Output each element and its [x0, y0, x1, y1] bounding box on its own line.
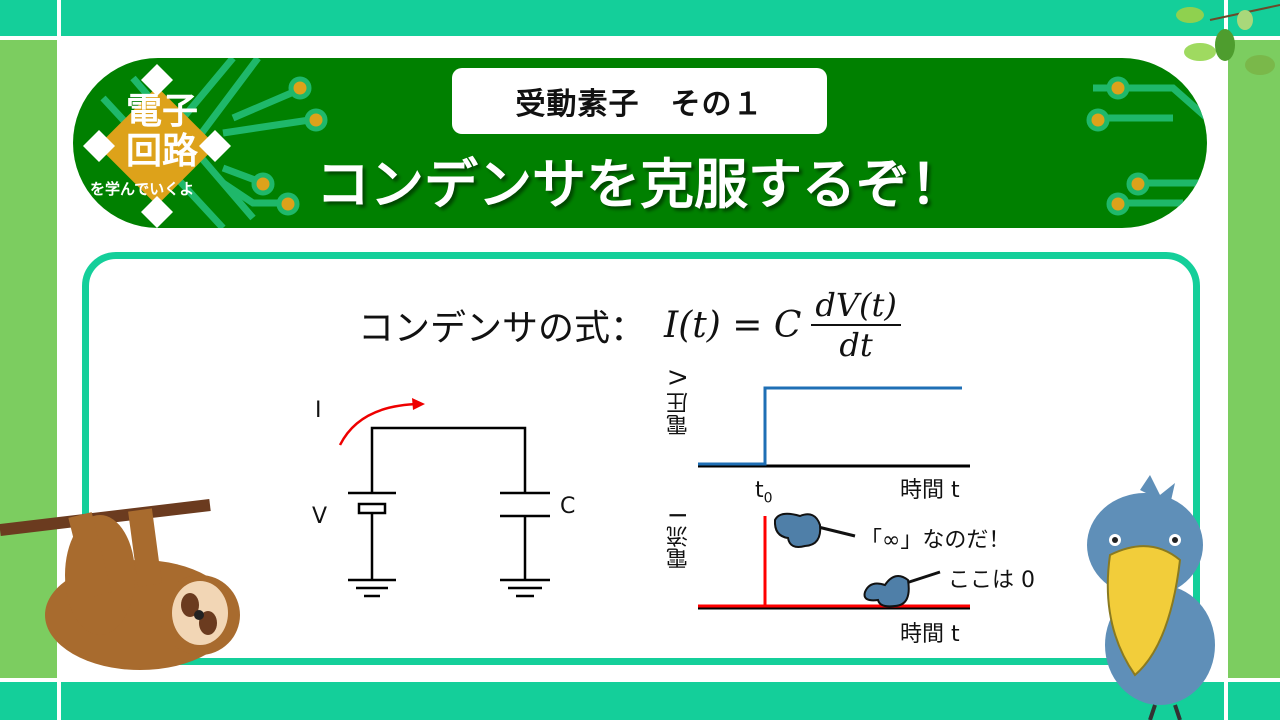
current-time-label: 時間 t [900, 622, 960, 647]
formula-fraction: dV(t) dt [811, 286, 901, 364]
arrow-head-icon [412, 398, 425, 410]
voltage-step-line [698, 386, 962, 466]
capacitor-label: C [560, 494, 576, 519]
capacitor-circuit [338, 398, 550, 598]
voltage-time-label: 時間 t [900, 478, 960, 503]
logo-line2: 回路 [125, 131, 198, 172]
content-panel [82, 252, 1200, 665]
voltage-label: V [312, 504, 328, 529]
t0-subscript: 0 [763, 490, 773, 507]
title-banner [73, 58, 1207, 228]
current-arrow [338, 402, 421, 446]
bottom-bar [0, 682, 1280, 720]
infinity-annotation: 「∞」なのだ！ [860, 528, 1011, 553]
circuit-trace-decoration [83, 58, 1207, 228]
current-axis-label: 電流 I [667, 512, 692, 570]
t0-text: t [755, 478, 764, 503]
logo-text: 電子 回路 [112, 92, 212, 172]
leaves-decoration [1176, 4, 1280, 75]
graphs [698, 386, 970, 610]
capacitor-formula: コンデンサの式： I(t) = C dV(t) dt [358, 286, 901, 364]
formula-denominator: dt [839, 326, 873, 364]
subtitle: 受動素子 その１ [452, 68, 827, 134]
shoebill-bird-illustration [1087, 475, 1215, 720]
right-strip [1228, 40, 1280, 678]
logo-tagline: を学んでいくよ [90, 180, 195, 198]
t0-label: t0 [755, 478, 773, 506]
formula-lhs: I(t) = C [664, 304, 802, 346]
current-label: I [315, 398, 322, 423]
divider [1224, 0, 1228, 720]
pointing-hand-icon [773, 512, 856, 548]
logo-line1: 電子 [125, 91, 198, 132]
zero-annotation: ここは 0 [948, 568, 1035, 593]
formula-numerator: dV(t) [811, 286, 901, 326]
voltage-axis-label: 電圧 V [667, 370, 692, 437]
pointing-hand-icon [863, 570, 941, 608]
page-title: コンデンサを克服するぞ！ [316, 153, 964, 216]
formula-label: コンデンサの式： [358, 308, 647, 349]
sloth-illustration [0, 499, 240, 670]
top-bar [0, 0, 1280, 36]
divider [57, 0, 61, 720]
left-strip [0, 40, 57, 678]
